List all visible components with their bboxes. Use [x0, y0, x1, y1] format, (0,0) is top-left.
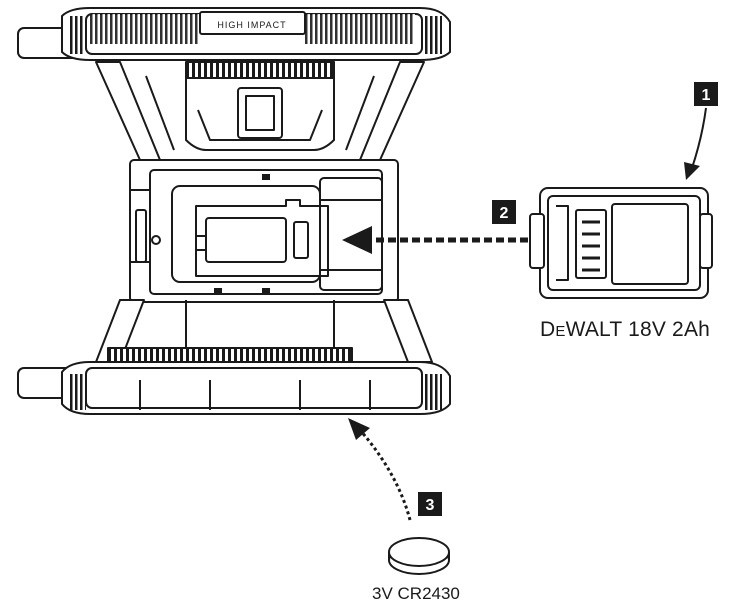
battery-brand-small: E: [555, 323, 566, 340]
battery-spec: 18V 2Ah: [628, 318, 711, 341]
arrow-step-3: [348, 418, 412, 521]
bottom-rail: [61, 361, 451, 415]
step-badge-2: 2: [492, 200, 516, 224]
battery-slot: [171, 185, 321, 283]
step-number-2: 2: [500, 205, 509, 222]
battery-caption: DEWALT 18V 2Ah: [540, 318, 710, 342]
device-label: HIGH IMPACT: [217, 20, 286, 30]
top-grille: [186, 62, 334, 78]
arrow-step-2: [342, 226, 528, 254]
coin-cell-caption: 3V CR2430: [372, 584, 460, 603]
main-body: [129, 159, 399, 303]
step-number-1: 1: [702, 87, 711, 104]
step-badge-3: 3: [418, 492, 442, 516]
step-badge-1: 1: [694, 82, 718, 106]
step-number-3: 3: [426, 497, 435, 514]
battery-brand-rest: WALT: [565, 318, 623, 341]
coin-cell: [388, 537, 450, 575]
battery-pack: [529, 187, 713, 299]
bottom-grille: [108, 348, 352, 362]
battery-brand-prefix: D: [540, 318, 556, 341]
arrow-step-1: [684, 107, 707, 180]
device-frame: [17, 7, 451, 415]
